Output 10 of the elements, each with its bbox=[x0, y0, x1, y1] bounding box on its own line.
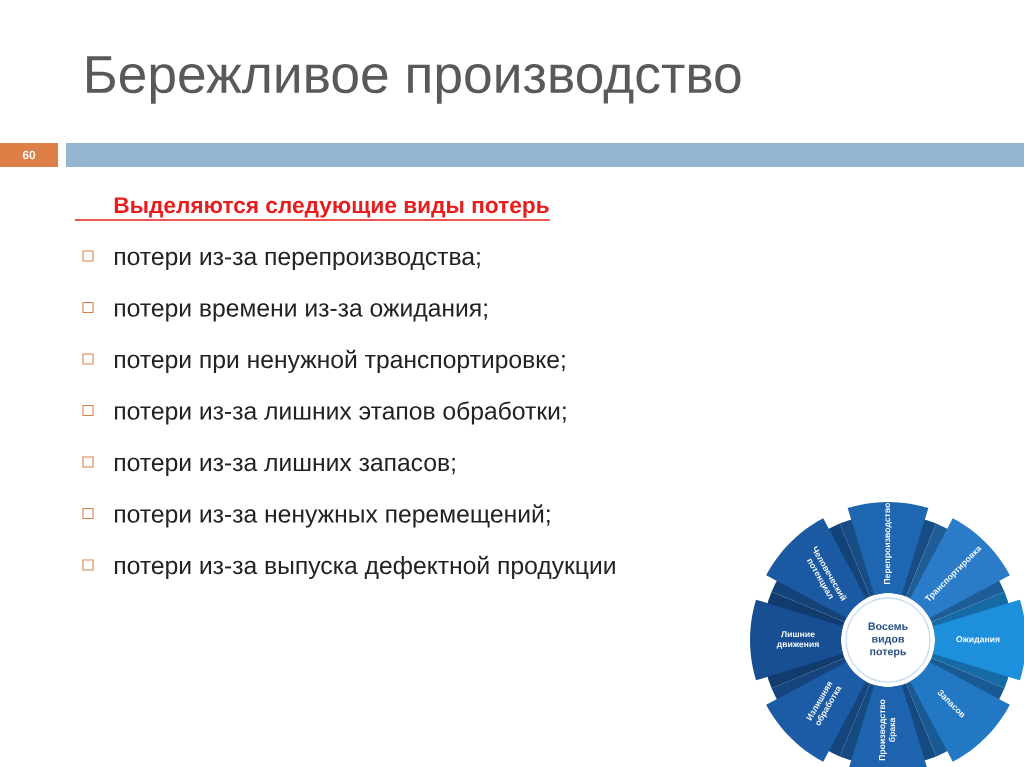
bullet-text: потери из-за перепроизводства; bbox=[115, 251, 480, 271]
bullet-text: потери из-за выпуска дефектной продукции bbox=[115, 555, 615, 580]
bullet-text: потери из-за лишних этапов обработки; bbox=[115, 401, 566, 425]
heading: Выделяются следующие виды потерь bbox=[114, 197, 549, 218]
slide-number: 60 bbox=[0, 143, 58, 167]
title: Бережливое производство bbox=[87, 56, 741, 104]
bullet-text: потери из-за ненужных перемещений; bbox=[115, 504, 550, 528]
bullet-text: потери из-за лишних запасов; bbox=[115, 457, 455, 477]
bullet-text: потери времени из-за ожидания; bbox=[115, 303, 487, 322]
bullet-text: потери при ненужной транспортировке; bbox=[115, 349, 565, 374]
